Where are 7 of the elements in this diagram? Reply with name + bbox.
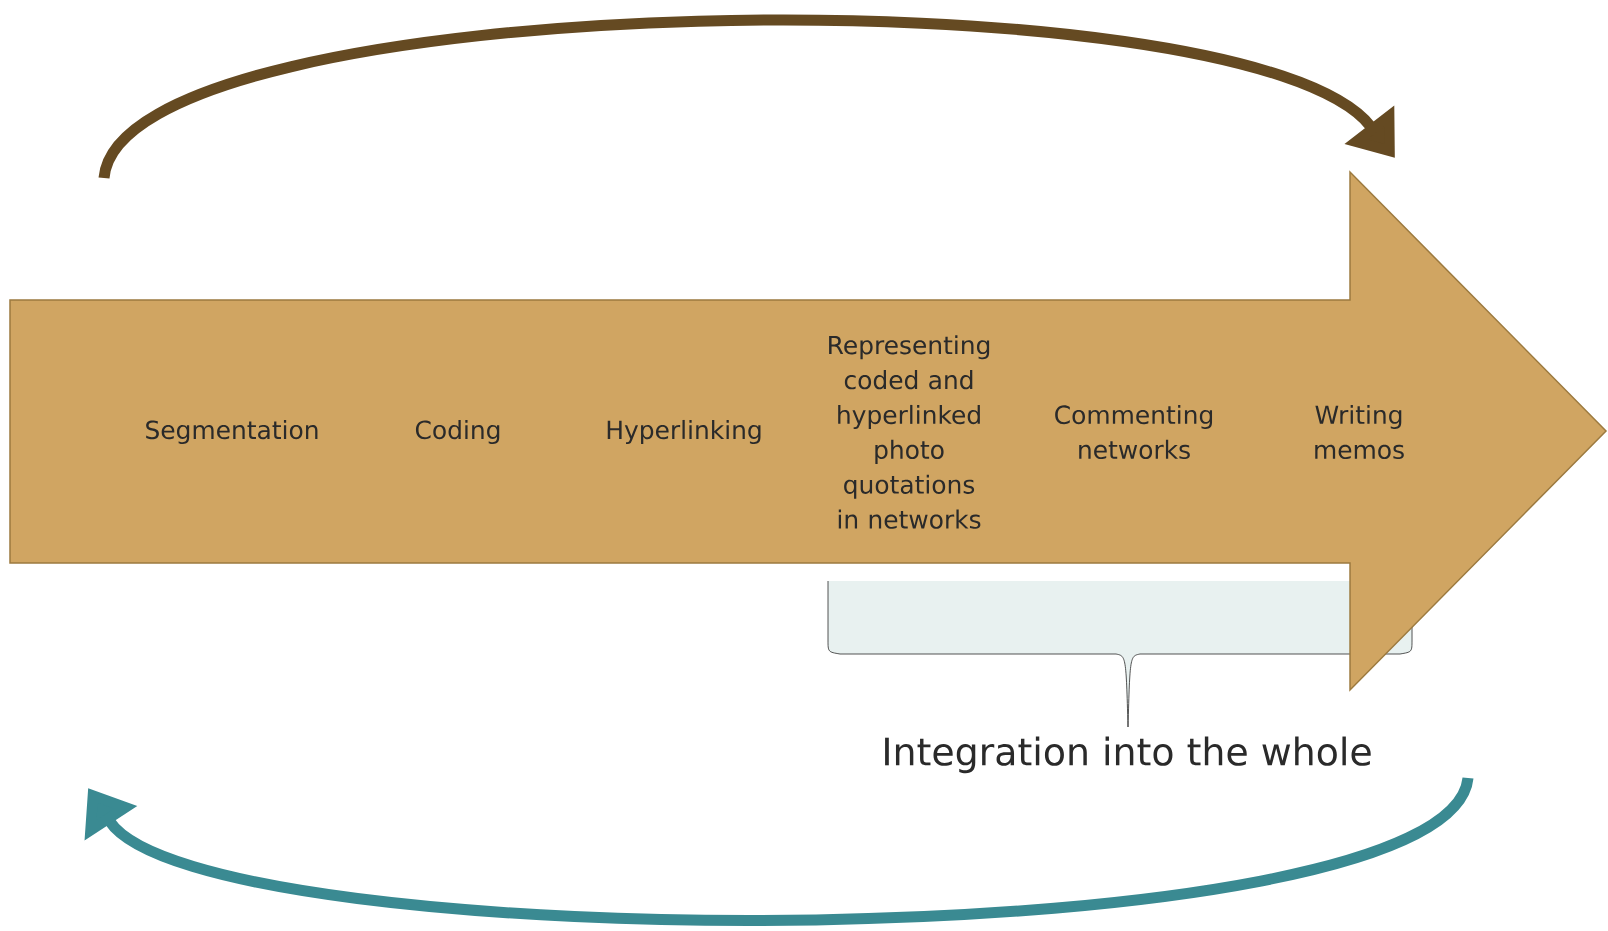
step-label: Representing coded and hyperlinked photo quotations in networks [829,335,990,529]
bracket-label: Integration into the whole [885,736,1371,774]
step-label: Segmentation [146,419,318,445]
step-label: Coding [415,419,500,445]
step-label: Writing memos [1315,404,1404,460]
step-label: Hyperlinking [607,419,761,445]
step-label: Commenting networks [1055,404,1212,460]
